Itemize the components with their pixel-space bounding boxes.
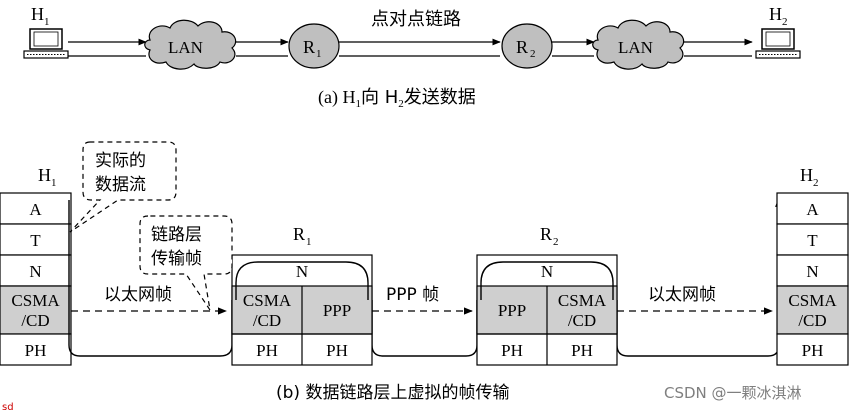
stack-h2-label: H xyxy=(800,165,813,185)
lan-left-cloud-icon xyxy=(144,19,237,70)
stack-r2 xyxy=(476,254,618,366)
h2-layer-ph: PH xyxy=(802,341,824,360)
h2-layer-n: N xyxy=(806,262,818,281)
callout-actual-line2: 数据流 xyxy=(95,175,146,195)
stack-h2-subscript: 2 xyxy=(813,177,819,189)
stack-r1-label: R xyxy=(293,224,305,244)
h1-layer-csma-line2: /CD xyxy=(21,311,49,330)
stack-r1-subscript: 1 xyxy=(306,236,312,248)
lan-left-label: LAN xyxy=(168,38,203,57)
h1-layer-t: T xyxy=(30,231,41,250)
r2-layer-ph-right: PH xyxy=(571,341,593,360)
caption-b: (b) 数据链路层上虚拟的帧传输 xyxy=(276,383,509,403)
router-r2-subscript: 2 xyxy=(530,48,536,60)
h2-layer-csma-line2: /CD xyxy=(798,311,826,330)
ethernet-frame-label-right: 以太网帧 xyxy=(648,285,716,305)
h2-layer-csma-line1: CSMA xyxy=(788,291,837,310)
stack-r1 xyxy=(231,254,373,366)
r1-layer-csma-line2: /CD xyxy=(253,311,281,330)
r2-layer-n: N xyxy=(541,262,553,281)
host-h2-computer-icon xyxy=(755,28,801,59)
stack-r2-label: R xyxy=(540,224,552,244)
router-r1-subscript: 1 xyxy=(316,48,322,60)
router-r1-icon xyxy=(288,23,340,69)
stack-h1-label: H xyxy=(38,165,51,185)
ethernet-frame-label-left: 以太网帧 xyxy=(104,285,172,305)
host-h1-subscript: 1 xyxy=(44,16,50,28)
stack-h1-subscript: 1 xyxy=(51,177,57,189)
callout-actual-line1: 实际的 xyxy=(95,151,146,171)
stack-h2 xyxy=(776,192,849,366)
callout-actual-data-flow xyxy=(69,141,177,233)
part-a: H 1 LAN R 1 点对点链路 R 2 LAN xyxy=(23,4,801,110)
lan-right-cloud-icon xyxy=(592,19,685,70)
caption-a: (a) H1向 H2发送数据 xyxy=(318,87,476,110)
r2-layer-csma-line1: CSMA xyxy=(558,291,607,310)
corner-mark: sd xyxy=(2,402,14,412)
ppp-link-label: 点对点链路 xyxy=(371,9,461,30)
router-r2-icon xyxy=(501,23,553,69)
h1-layer-csma-line1: CSMA xyxy=(11,291,60,310)
router-r2-label: R xyxy=(516,37,528,57)
callout-link-line1: 链路层 xyxy=(151,225,202,245)
csdn-watermark: CSDN @一颗冰淇淋 xyxy=(664,384,802,402)
stack-r2-subscript: 2 xyxy=(553,236,559,248)
r1-layer-ph-right: PH xyxy=(326,341,348,360)
callout-link-layer-frame xyxy=(139,215,233,311)
r1-layer-ppp: PPP xyxy=(323,301,351,320)
r2-layer-csma-line2: /CD xyxy=(568,311,596,330)
host-h1-label: H xyxy=(31,4,44,24)
r1-layer-n: N xyxy=(296,262,308,281)
h1-layer-n: N xyxy=(29,262,41,281)
r1-layer-csma-line1: CSMA xyxy=(243,291,292,310)
stack-h1 xyxy=(0,192,72,366)
host-h1-computer-icon xyxy=(23,28,69,59)
router-r1-label: R xyxy=(303,37,315,57)
host-h2-subscript: 2 xyxy=(782,16,788,28)
r2-layer-ppp: PPP xyxy=(498,301,526,320)
h2-layer-t: T xyxy=(807,231,818,250)
part-b: H 1 A T N CSMA /CD PH R 1 N CSMA /C xyxy=(0,141,849,403)
host-h2-label: H xyxy=(769,4,782,24)
h1-layer-ph: PH xyxy=(25,341,47,360)
ppp-frame-label: PPP 帧 xyxy=(386,285,439,305)
h2-layer-a: A xyxy=(806,200,819,219)
callout-link-line2: 传输帧 xyxy=(151,249,202,269)
h1-layer-a: A xyxy=(29,200,42,219)
r1-layer-ph-left: PH xyxy=(256,341,278,360)
lan-right-label: LAN xyxy=(618,38,653,57)
r2-layer-ph-left: PH xyxy=(501,341,523,360)
